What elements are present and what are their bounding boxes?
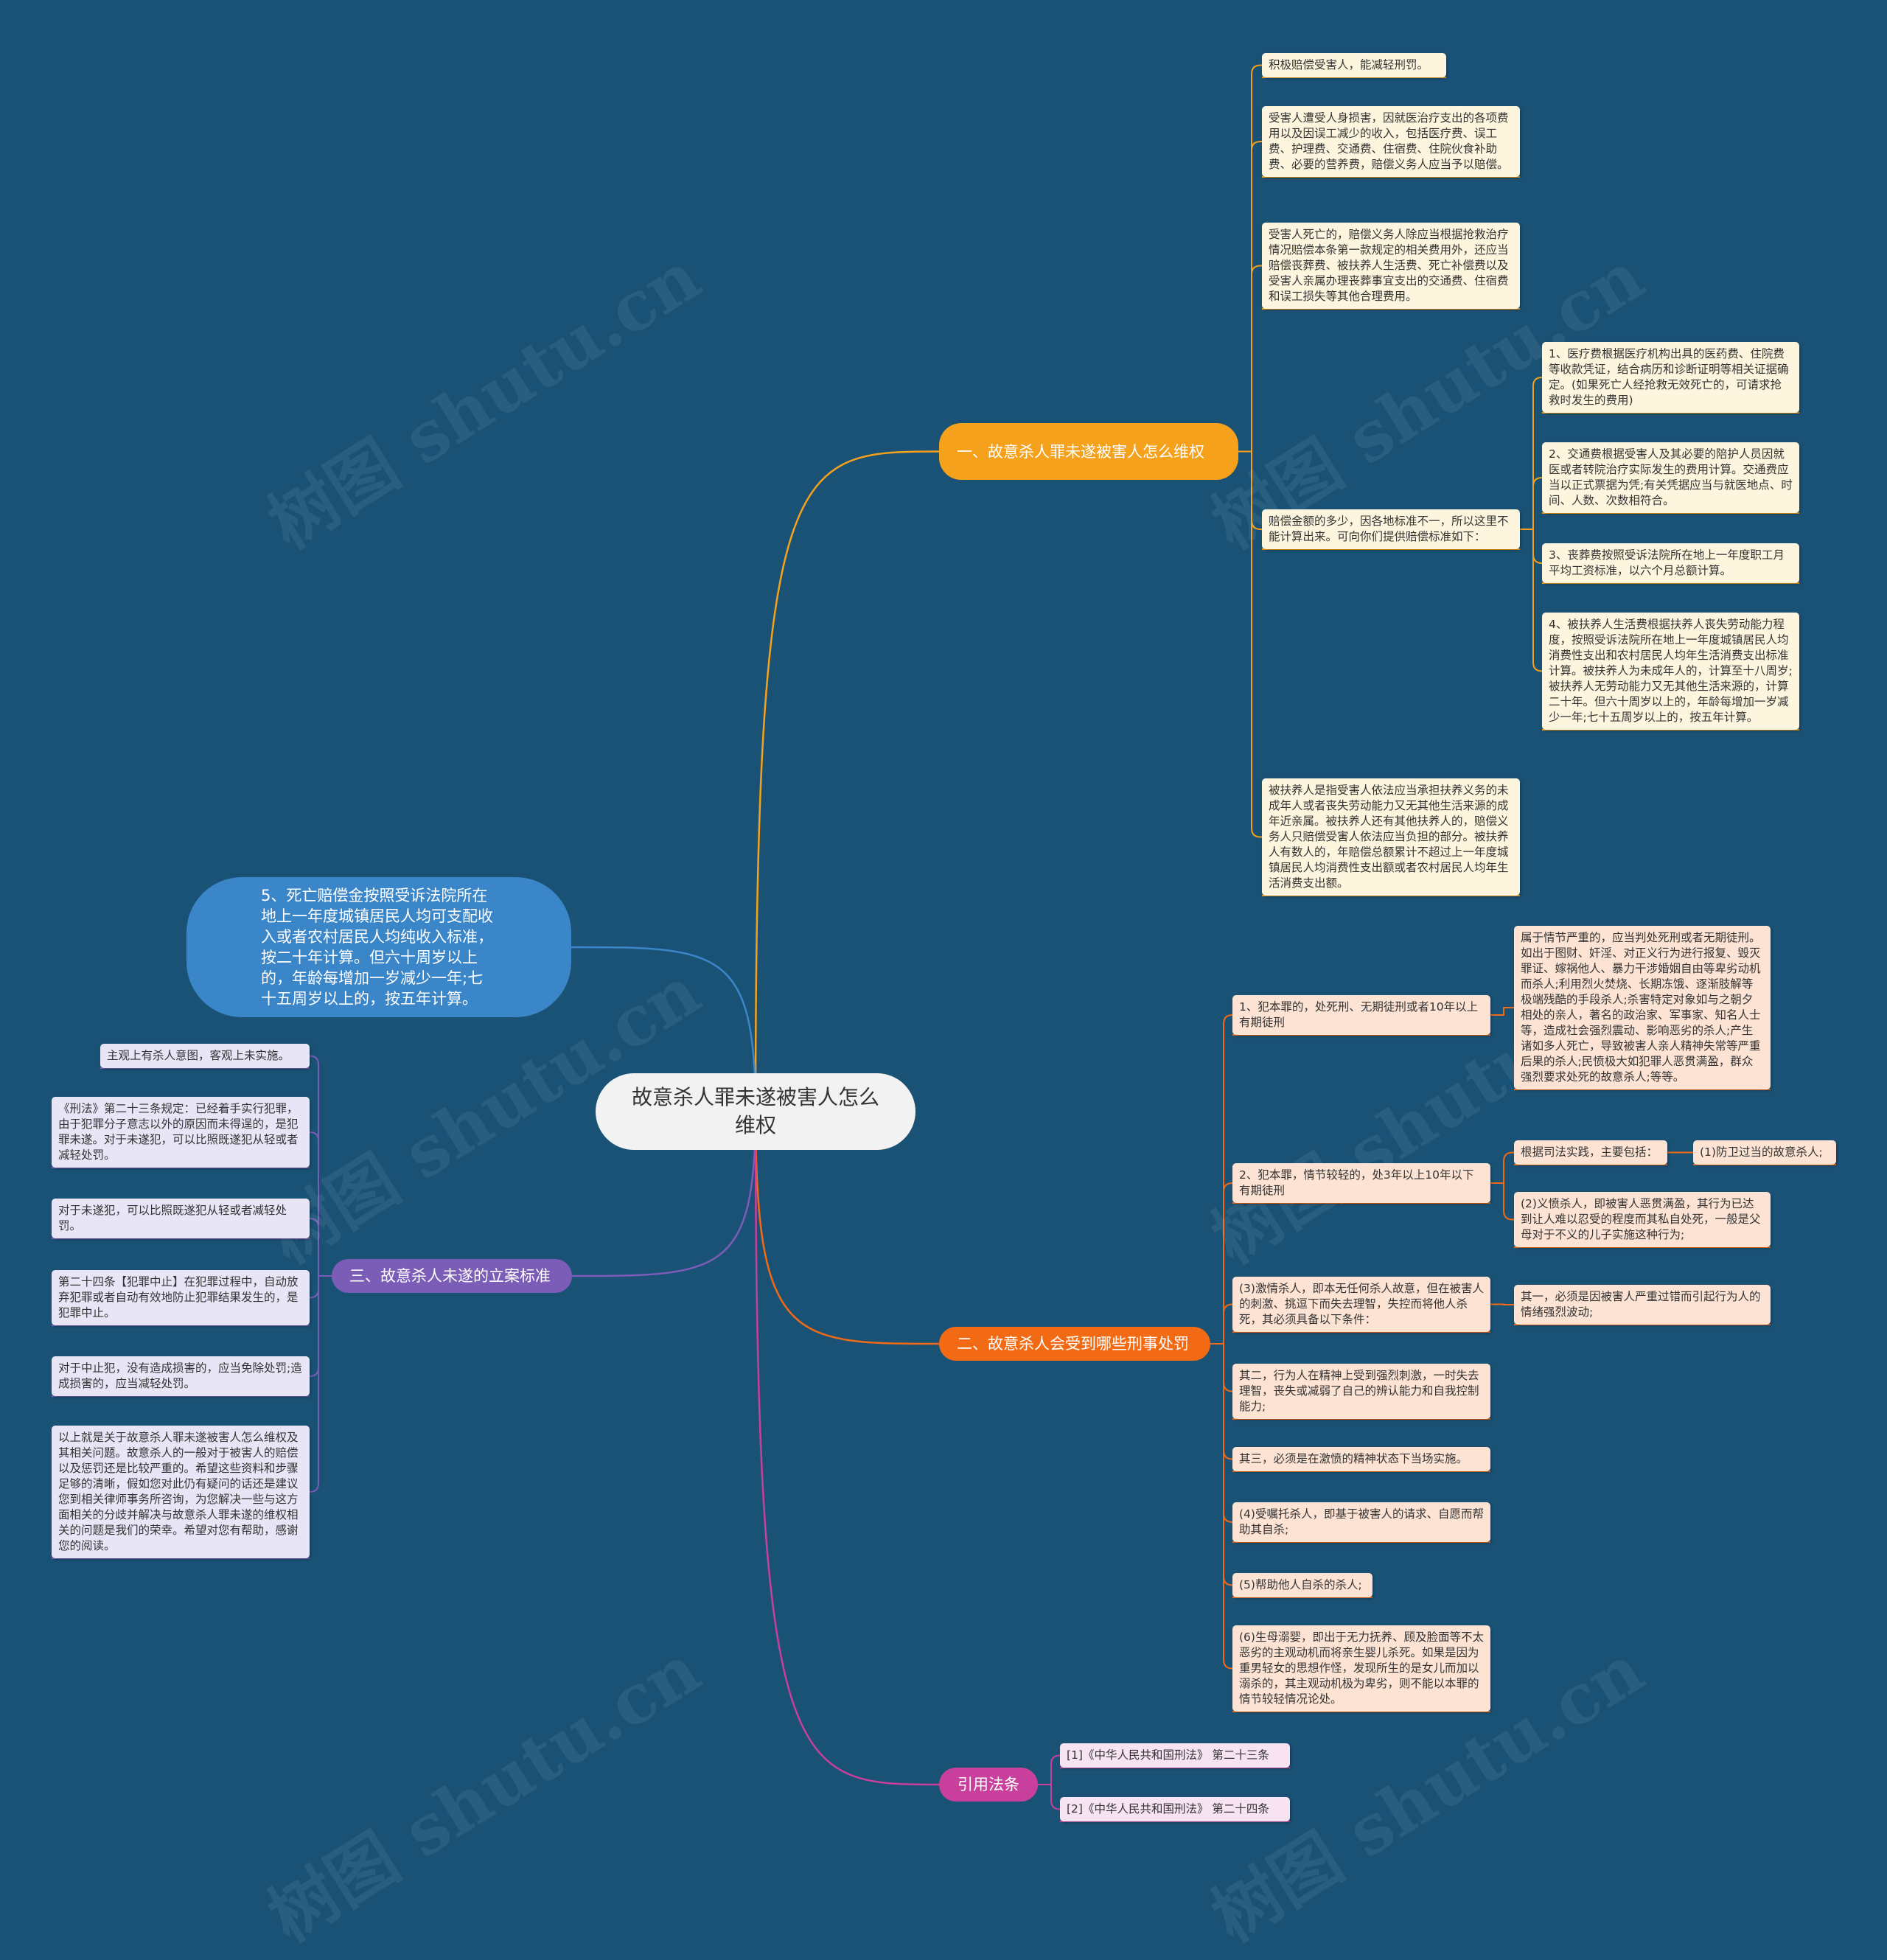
- leaf-link: [1490, 1182, 1514, 1221]
- leaf-entrusted-killing[interactable]: (4)受嘱托杀人，即基于被害人的请求、自愿而帮助其自杀;: [1232, 1502, 1490, 1542]
- leaf-assisted-suicide[interactable]: (5)帮助他人自杀的杀人;: [1232, 1573, 1372, 1597]
- leaf-link: [1238, 450, 1262, 530]
- bubble-text: 5、死亡赔偿金按照受诉法院所在地上一年度城镇居民人均可支配收入或者农村居民人均纯…: [261, 887, 493, 1008]
- branch-link: [754, 450, 940, 1112]
- mindmap-canvas: 树图 shutu.cn 树图 shutu.cn 树图 shutu.cn 树图 s…: [52, 53, 1836, 1957]
- leaf-link: [309, 1055, 332, 1277]
- leaf-link: [1210, 1343, 1233, 1586]
- leaf-standard-transport[interactable]: 2、交通费根据受害人及其必要的陪护人员因就医或者转院治疗实际发生的费用计算。交通…: [1542, 442, 1799, 513]
- leaf-link: [309, 1218, 332, 1277]
- leaf-standard-funeral[interactable]: 3、丧葬费按照受诉法院所在地上一年度职工月平均工资标准，以六个月总额计算。: [1542, 543, 1799, 583]
- leaf-link: [309, 1275, 332, 1299]
- branch-filing-standard[interactable]: 三、故意杀人未遂的立案标准: [332, 1259, 572, 1293]
- leaf-self-defense[interactable]: (1)防卫过当的故意杀人;: [1693, 1140, 1836, 1165]
- branch-link: [571, 1111, 757, 1277]
- leaf-attempt-penalty[interactable]: 对于未遂犯，可以比照既遂犯从轻或者减轻处罚。: [52, 1199, 310, 1238]
- leaf-link: [1210, 1343, 1233, 1670]
- leaf-suspension-penalty[interactable]: 对于中止犯，没有造成损害的，应当免除处罚;造成损害的，应当减轻处罚。: [52, 1356, 310, 1396]
- root-topic[interactable]: 故意杀人罪未遂被害人怎么维权: [596, 1073, 915, 1150]
- leaf-link: [1038, 1784, 1061, 1810]
- leaf-law-ref-2[interactable]: [2]《中华人民共和国刑法》 第二十四条: [1060, 1797, 1290, 1821]
- leaf-link: [1210, 1343, 1233, 1460]
- leaf-link: [1520, 377, 1543, 530]
- leaf-link: [1238, 141, 1262, 453]
- leaf-link: [1520, 477, 1543, 530]
- leaf-subjective-intent[interactable]: 主观上有杀人意图，客观上未实施。: [100, 1044, 310, 1068]
- leaf-link: [309, 1131, 332, 1277]
- leaf-righteous-killing[interactable]: (2)义愤杀人，即被害人恶贯满盈，其行为已达到让人难以忍受的程度而其私自处死，一…: [1514, 1192, 1771, 1247]
- leaf-serious-circumstances[interactable]: 属于情节严重的，应当判处死刑或者无期徒刑。如出于图财、奸淫、对正义行为进行报复、…: [1514, 926, 1771, 1089]
- leaf-active-compensation[interactable]: 积极赔偿受害人，能减轻刑罚。: [1262, 53, 1446, 77]
- leaf-link: [1490, 1007, 1514, 1016]
- leaf-passion-killing[interactable]: (3)激情杀人，即本无任何杀人故意，但在被害人的刺激、挑逗下而失去理智，失控而将…: [1232, 1277, 1490, 1332]
- branch-rights-protection[interactable]: 一、故意杀人罪未遂被害人怎么维权: [939, 423, 1238, 480]
- leaf-law-ref-1[interactable]: [1]《中华人民共和国刑法》 第二十三条: [1060, 1743, 1290, 1768]
- leaf-link: [309, 1275, 332, 1377]
- leaf-penalty-severe[interactable]: 1、犯本罪的，处死刑、无期徒刑或者10年以上有期徒刑: [1232, 995, 1490, 1035]
- leaf-standard-medical[interactable]: 1、医疗费根据医疗机构出具的医药费、住院费等收款凭证，结合病历和诊断证明等相关证…: [1542, 342, 1799, 413]
- branch-label: 二、故意杀人会受到哪些刑事处罚: [957, 1335, 1189, 1353]
- branch-link: [754, 1111, 940, 1345]
- leaf-link: [1210, 1182, 1233, 1345]
- branch-cited-laws[interactable]: 引用法条: [939, 1768, 1038, 1802]
- leaf-compensation-amount[interactable]: 赔偿金额的多少，因各地标准不一，所以这里不能计算出来。可向你们提供赔偿标准如下：: [1262, 509, 1520, 549]
- leaf-conclusion[interactable]: 以上就是关于故意杀人罪未遂被害人怎么维权及其相关问题。故意杀人的一般对于被害人的…: [52, 1426, 310, 1558]
- leaf-link: [1210, 1343, 1233, 1523]
- leaf-criminal-law-art24[interactable]: 第二十四条【犯罪中止】在犯罪过程中，自动放弃犯罪或者自动有效地防止犯罪结果发生的…: [52, 1270, 310, 1325]
- leaf-dependents-definition[interactable]: 被扶养人是指受害人依法应当承担扶养义务的未成年人或者丧失劳动能力又无其他生活来源…: [1262, 778, 1520, 896]
- leaf-link: [1210, 1343, 1233, 1392]
- branch-link: [571, 946, 757, 1112]
- leaf-second-condition[interactable]: 其二，行为人在精神上受到强烈刺激，一时失去理智，丧失或减弱了自己的辨认能力和自我…: [1232, 1364, 1490, 1419]
- leaf-link: [1520, 529, 1543, 672]
- leaf-link: [1238, 64, 1262, 453]
- leaf-death-compensation[interactable]: 受害人死亡的，赔偿义务人除应当根据抢救治疗情况赔偿本条第一款规定的相关费用外，还…: [1262, 223, 1520, 309]
- leaf-link: [1210, 1014, 1233, 1345]
- leaf-link: [1520, 529, 1543, 564]
- branch-link: [754, 1111, 940, 1786]
- leaf-link: [1238, 450, 1262, 838]
- leaf-judicial-practice[interactable]: 根据司法实践，主要包括：: [1514, 1140, 1667, 1165]
- leaf-link: [309, 1275, 332, 1493]
- branch-label: 引用法条: [958, 1776, 1019, 1793]
- leaf-link: [1038, 1754, 1061, 1785]
- leaf-link: [1490, 1151, 1514, 1184]
- leaf-link: [1238, 265, 1262, 453]
- branch-label: 三、故意杀人未遂的立案标准: [349, 1267, 551, 1285]
- leaf-injury-compensation[interactable]: 受害人遭受人身损害，因就医治疗支出的各项费用以及因误工减少的收入，包括医疗费、误…: [1262, 106, 1520, 177]
- branch-label: 一、故意杀人罪未遂被害人怎么维权: [957, 442, 1204, 461]
- leaf-first-condition[interactable]: 其一，必须是因被害人严重过错而引起行为人的情绪强烈波动;: [1514, 1285, 1771, 1325]
- branch-criminal-penalties[interactable]: 二、故意杀人会受到哪些刑事处罚: [939, 1327, 1210, 1361]
- leaf-infanticide[interactable]: (6)生母溺婴，即出于无力抚养、顾及脸面等不太恶劣的主观动机而将亲生婴儿杀死。如…: [1232, 1625, 1490, 1712]
- root-title: 故意杀人罪未遂被害人怎么维权: [631, 1085, 879, 1137]
- leaf-penalty-minor[interactable]: 2、犯本罪，情节较轻的，处3年以上10年以下有期徒刑: [1232, 1163, 1490, 1203]
- leaf-third-condition[interactable]: 其三，必须是在激愤的精神状态下当场实施。: [1232, 1447, 1490, 1471]
- leaf-link: [1210, 1303, 1233, 1345]
- leaf-standard-dependents[interactable]: 4、被扶养人生活费根据扶养人丧失劳动能力程度，按照受诉法院所在地上一年度城镇居民…: [1542, 613, 1799, 730]
- leaf-criminal-law-art23[interactable]: 《刑法》第二十三条规定：已经着手实行犯罪，由于犯罪分子意志以外的原因而未得逞的，…: [52, 1097, 310, 1168]
- death-compensation-bubble[interactable]: 5、死亡赔偿金按照受诉法院所在地上一年度城镇居民人均可支配收入或者农村居民人均纯…: [186, 877, 571, 1017]
- connector-lines: [52, 64, 1836, 1822]
